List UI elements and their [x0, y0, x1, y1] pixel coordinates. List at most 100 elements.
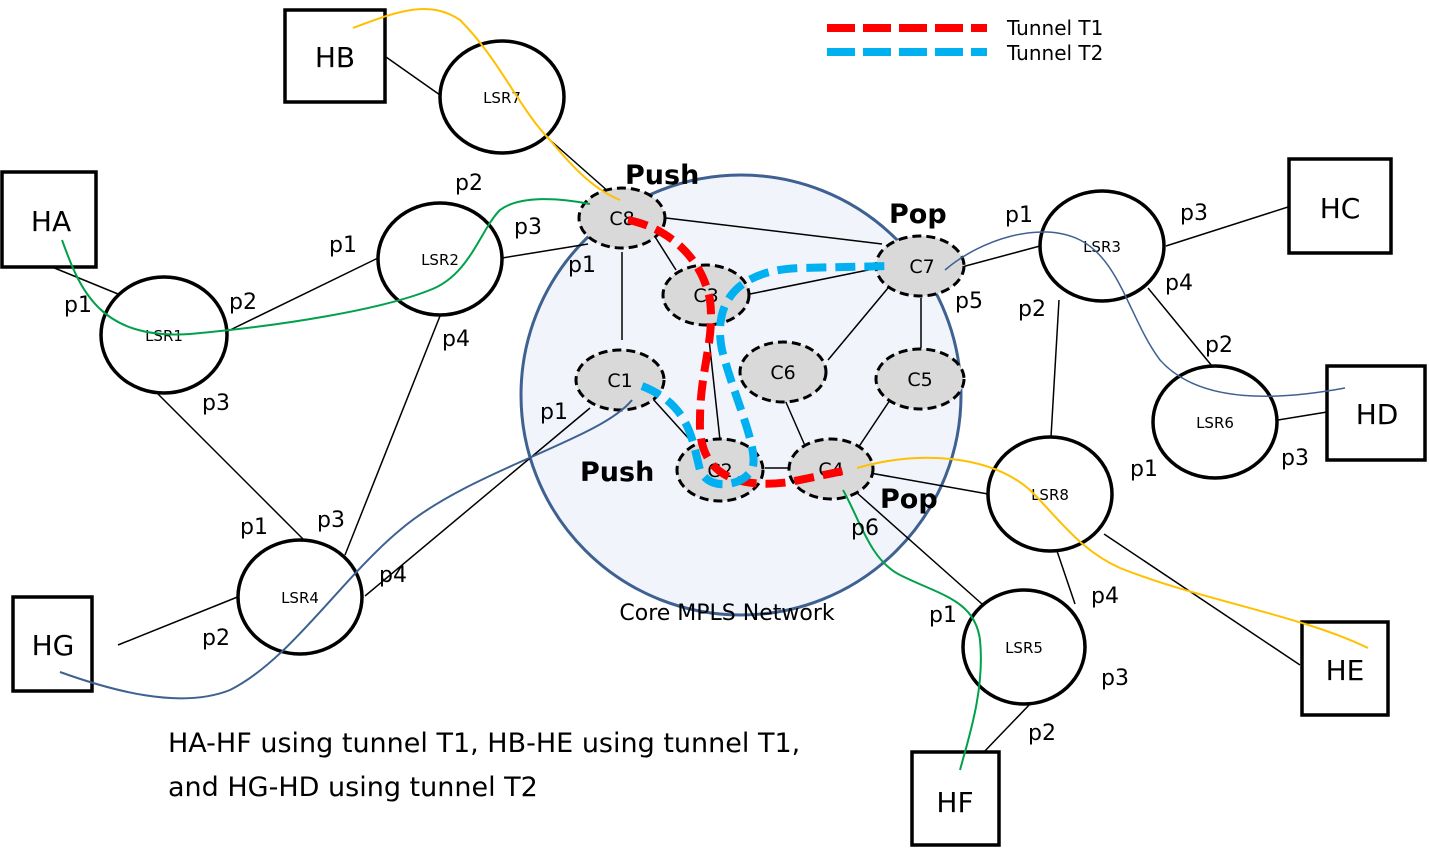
port-label: p3: [317, 508, 345, 533]
port-label: p1: [1130, 457, 1158, 482]
pop-label-c7: Pop: [889, 199, 947, 230]
port-label: p3: [202, 391, 230, 416]
lsr3-label: LSR3: [1083, 238, 1121, 256]
link-lsr6-hd: [1277, 411, 1328, 421]
lsr6-node[interactable]: [1151, 364, 1279, 480]
link-c3-c7: [749, 267, 879, 295]
legend-t1-label: Tunnel T1: [1006, 16, 1103, 40]
host-hd-label: HD: [1356, 398, 1399, 431]
port-label: p1: [64, 293, 92, 318]
host-hb[interactable]: [283, 8, 387, 104]
port-label: p2: [1028, 721, 1056, 746]
push-label-c8: Push: [625, 160, 699, 191]
link-c7-lsr3: [957, 245, 1041, 269]
link-hb-lsr7: [385, 56, 441, 96]
core-node-c6[interactable]: [738, 340, 828, 404]
port-label: p4: [379, 563, 407, 588]
link-c7-c6: [827, 287, 889, 361]
flow-ha-hf-path-2: [842, 489, 982, 771]
lsr7-node[interactable]: [438, 39, 566, 155]
host-hb-label: HB: [315, 41, 355, 74]
host-ha-label: HA: [31, 205, 71, 238]
link-c1-c2: [651, 397, 691, 441]
lsr2-node[interactable]: [376, 201, 504, 317]
tunnel-t2-path: [640, 262, 891, 489]
port-label: p1: [240, 515, 268, 540]
port-label: p5: [955, 289, 983, 314]
lsr2-label: LSR2: [421, 251, 459, 269]
lsr-nodes: [99, 39, 1279, 706]
link-lsr2-lsr4: [344, 315, 441, 556]
link-lsr8-lsr5: [1056, 550, 1076, 605]
link-c5-c4: [857, 399, 891, 449]
link-c4-lsr8: [869, 472, 989, 495]
legend-t2-label: Tunnel T2: [1006, 41, 1103, 65]
lsr8-node[interactable]: [986, 435, 1114, 553]
port-label: p3: [514, 215, 542, 240]
port-label: p1: [329, 233, 357, 258]
legend: Tunnel T1 Tunnel T2: [827, 16, 1103, 65]
core-c6-label: C6: [770, 362, 795, 384]
lsr8-label: LSR8: [1031, 486, 1069, 504]
lsr5-node[interactable]: [961, 588, 1087, 706]
lsr1-label: LSR1: [145, 327, 183, 345]
caption-line-1: HA-HF using tunnel T1, HB-HE using tunne…: [168, 728, 800, 759]
link-c8-c7: [665, 217, 883, 245]
host-ha[interactable]: [0, 170, 98, 269]
flow-hb-he-path: [352, 8, 621, 201]
host-hf-label: HF: [936, 786, 973, 819]
flow-ha-hf-path: [61, 198, 591, 336]
link-lsr8-he: [1103, 533, 1301, 666]
link-lsr1-lsr2: [225, 257, 379, 333]
host-he-label: HE: [1326, 654, 1365, 687]
lsr5-label: LSR5: [1005, 639, 1043, 657]
port-label: p1: [540, 400, 568, 425]
link-c3-c2: [707, 329, 721, 441]
port-label: p1: [568, 253, 596, 278]
links: [51, 56, 1328, 755]
link-lsr2-c8: [501, 243, 589, 259]
core-c8-label: C8: [609, 208, 634, 230]
port-label: p3: [1281, 446, 1309, 471]
link-lsr3-hc: [1165, 206, 1289, 247]
core-node-c8[interactable]: [577, 186, 667, 250]
flow-hg-hd-path-2: [944, 231, 1346, 398]
host-hg-label: HG: [32, 629, 75, 662]
core-node-c4[interactable]: [787, 437, 875, 501]
port-label: p1: [929, 603, 957, 628]
port-label: p3: [1101, 666, 1129, 691]
link-lsr1-lsr4: [155, 391, 305, 541]
core-node-c1[interactable]: [574, 348, 666, 412]
lsr4-node[interactable]: [236, 538, 364, 656]
port-label: p4: [442, 327, 470, 352]
link-hg-lsr4: [117, 595, 241, 646]
link-c6-c4: [784, 399, 807, 449]
host-hc[interactable]: [1287, 157, 1393, 255]
host-hf[interactable]: [910, 750, 1001, 847]
push-label-c2: Push: [580, 457, 654, 488]
port-label: p4: [1091, 584, 1119, 609]
link-lsr4-c1: [364, 407, 591, 597]
port-label: p2: [1205, 333, 1233, 358]
link-lsr3-lsr8: [1050, 299, 1060, 438]
hosts: [0, 8, 1427, 847]
core-node-c5[interactable]: [874, 347, 966, 411]
core-c7-label: C7: [909, 256, 934, 278]
host-hd[interactable]: [1325, 364, 1427, 462]
core-c5-label: C5: [907, 369, 932, 391]
host-hg[interactable]: [11, 595, 94, 693]
link-ha-lsr1: [51, 266, 119, 295]
lsr6-label: LSR6: [1196, 414, 1234, 432]
lsr4-label: LSR4: [281, 589, 319, 607]
pop-label-c4: Pop: [880, 484, 938, 515]
port-label: p4: [1165, 271, 1193, 296]
link-lsr5-hf: [981, 701, 1033, 755]
port-label: p3: [1180, 201, 1208, 226]
port-label: p6: [851, 516, 879, 541]
host-hc-label: HC: [1320, 192, 1361, 225]
flow-hb-he-path-2: [856, 456, 1369, 649]
lsr3-node[interactable]: [1038, 189, 1166, 303]
port-label: p1: [1005, 203, 1033, 228]
link-lsr3-lsr6: [1147, 287, 1213, 367]
